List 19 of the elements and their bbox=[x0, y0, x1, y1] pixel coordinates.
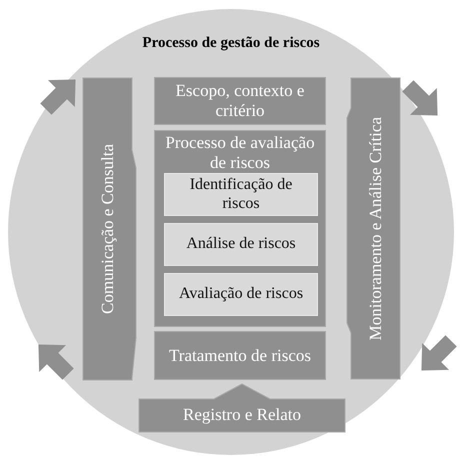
side-bar bbox=[83, 78, 136, 380]
node-label: Tratamento de riscos bbox=[169, 346, 311, 366]
process-box bbox=[154, 331, 326, 380]
base-bar bbox=[139, 384, 345, 432]
process-box bbox=[164, 273, 318, 316]
node-label: Monitoramento e Análise Crítica bbox=[366, 116, 386, 340]
process-box bbox=[154, 77, 326, 125]
diagram-title: Processo de gestão de riscos bbox=[142, 35, 320, 52]
process-box bbox=[164, 173, 318, 216]
node-label: Processo de avaliação de riscos bbox=[164, 133, 316, 172]
node-label: Avaliação de riscos bbox=[178, 285, 304, 304]
node-label: Registro e Relato bbox=[182, 405, 302, 425]
side-bar bbox=[347, 78, 400, 379]
node-label: Escopo, contexto e critério bbox=[174, 81, 306, 121]
node-label: Identificação de riscos bbox=[188, 176, 294, 213]
node-label: Análise de riscos bbox=[186, 235, 296, 254]
group-box bbox=[154, 130, 326, 327]
process-box bbox=[164, 223, 318, 266]
node-label: Comunicação e Consulta bbox=[98, 144, 118, 314]
